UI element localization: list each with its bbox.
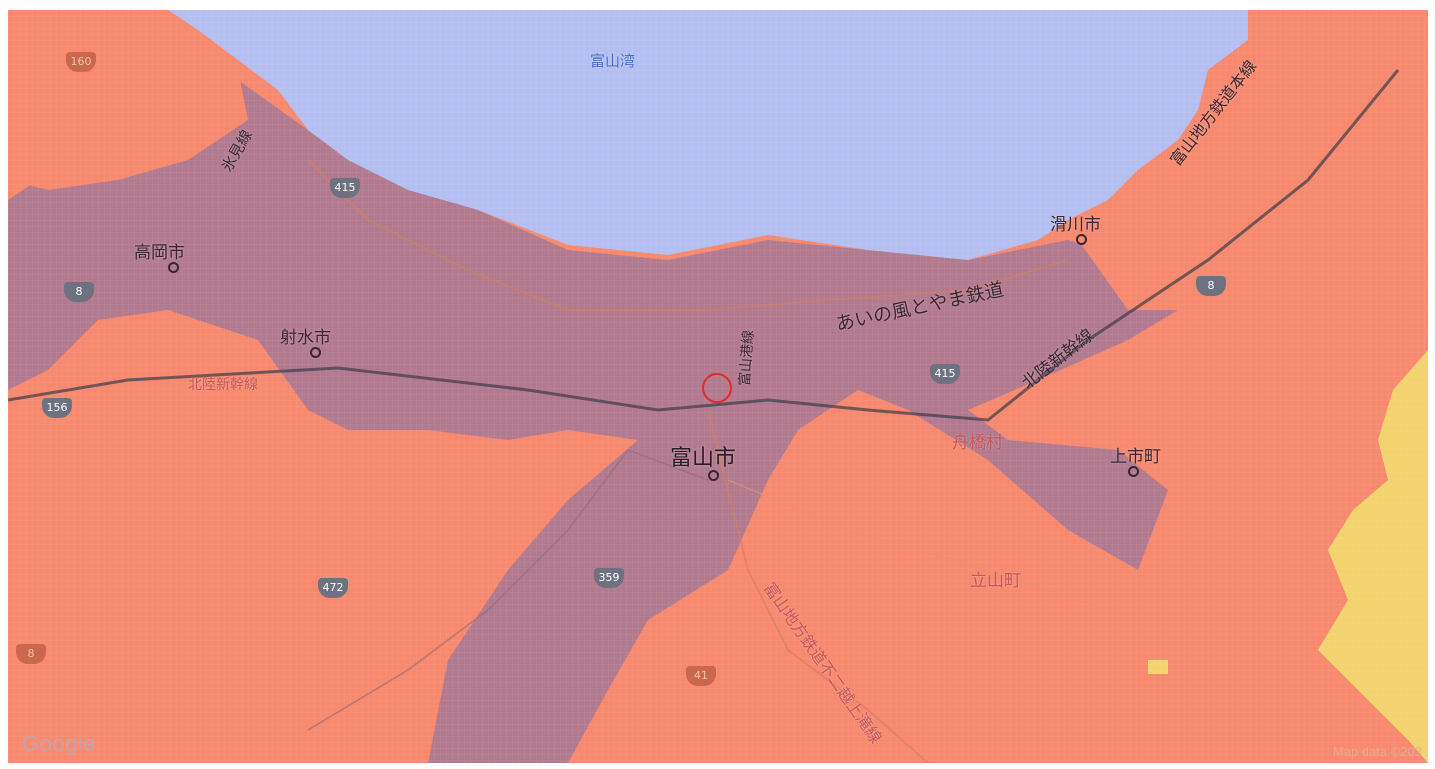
city-label-funahashi: 舟橋村: [952, 433, 1003, 453]
route-shield-472: 472: [318, 578, 348, 598]
city-dot-toyama: [708, 470, 719, 481]
route-shield-41: 41: [686, 666, 716, 686]
google-logo[interactable]: Google: [22, 731, 96, 756]
route-shield-8-east: 8: [1196, 276, 1226, 296]
line-label-toyamako: 富山港線: [737, 329, 757, 387]
line-label-shinkansen-west: 北陸新幹線: [188, 377, 258, 393]
city-label-imizu: 射水市: [280, 328, 331, 348]
rail-line: [307, 159, 1069, 311]
rail-line-south: [707, 409, 929, 763]
city-dot-kamiichi: [1128, 466, 1139, 477]
shinkansen-line: [8, 69, 1400, 422]
city-dot-imizu: [310, 347, 321, 358]
map-data-credit[interactable]: Map data ©202: [1332, 744, 1422, 759]
route-shield-359: 359: [594, 568, 624, 588]
bay-label: 富山湾: [590, 52, 636, 70]
city-label-tateyama: 立山町: [970, 571, 1021, 591]
city-label-kamiichi: 上市町: [1110, 447, 1161, 467]
route-shield-156: 156: [42, 398, 72, 418]
city-dot-takaoka: [168, 262, 179, 273]
hazard-map[interactable]: 富山湾 高岡市 射水市 富山市 滑川市 舟橋村 上市町 立山町 氷見線 あいの風…: [8, 10, 1428, 763]
route-shield-415-east: 415: [930, 364, 960, 384]
route-shield-160: 160: [66, 52, 96, 72]
city-label-takaoka: 高岡市: [134, 243, 185, 263]
route-shield-8-west: 8: [64, 282, 94, 302]
city-label-toyama: 富山市: [670, 446, 737, 471]
location-marker[interactable]: [702, 373, 732, 403]
route-shield-8-southwest: 8: [16, 644, 46, 664]
route-shield-415-west: 415: [330, 178, 360, 198]
road-line-2: [727, 479, 1109, 611]
road-line: [307, 449, 709, 731]
city-dot-namerikawa: [1076, 234, 1087, 245]
city-label-namerikawa: 滑川市: [1050, 215, 1101, 235]
